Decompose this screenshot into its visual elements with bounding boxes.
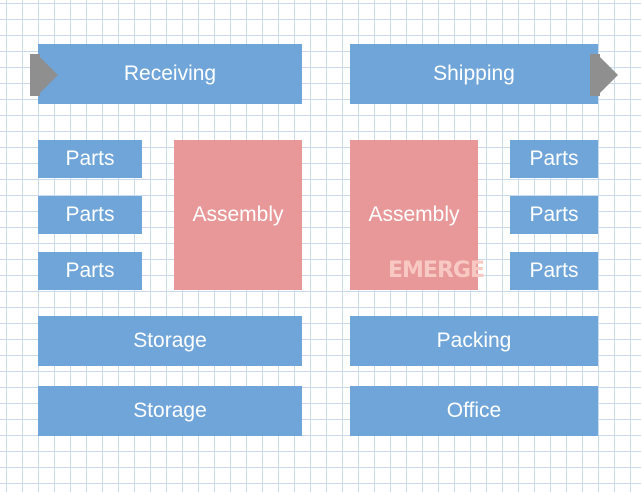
receiving-label: Receiving	[123, 62, 217, 85]
office-zone: Office	[350, 386, 598, 436]
office-label: Office	[446, 399, 502, 422]
shipping-zone: Shipping	[350, 44, 598, 104]
parts-label: Parts	[65, 147, 115, 170]
storage-zone-1: Storage	[38, 316, 302, 366]
parts-zone-right-3: Parts	[510, 252, 598, 290]
packing-label: Packing	[436, 329, 512, 352]
shipping-label: Shipping	[433, 62, 515, 85]
parts-zone-right-2: Parts	[510, 196, 598, 234]
storage-label: Storage	[133, 329, 207, 352]
storage-label: Storage	[133, 399, 207, 422]
parts-label: Parts	[65, 259, 115, 282]
assembly-label: Assembly	[192, 203, 284, 226]
parts-label: Parts	[529, 147, 579, 170]
receiving-zone: Receiving	[38, 44, 302, 104]
parts-zone-right-1: Parts	[510, 140, 598, 178]
parts-label: Parts	[529, 203, 579, 226]
packing-zone: Packing	[350, 316, 598, 366]
parts-label: Parts	[65, 203, 115, 226]
storage-zone-2: Storage	[38, 386, 302, 436]
parts-label: Parts	[529, 259, 579, 282]
assembly-zone-right: Assembly	[350, 140, 478, 290]
parts-zone-left-3: Parts	[38, 252, 142, 290]
assembly-label: Assembly	[368, 203, 460, 226]
parts-zone-left-1: Parts	[38, 140, 142, 178]
emerge-watermark: EMERGE	[388, 258, 485, 283]
assembly-zone-left: Assembly	[174, 140, 302, 290]
parts-zone-left-2: Parts	[38, 196, 142, 234]
